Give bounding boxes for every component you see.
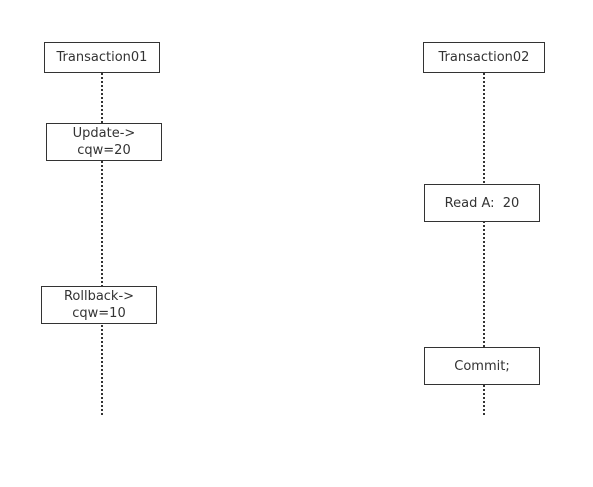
event-update: Update-> cqw=20 <box>46 123 162 161</box>
lifeline-header-transaction02: Transaction02 <box>423 42 545 73</box>
event-label: Commit; <box>454 358 510 374</box>
event-label: Rollback-> cqw=10 <box>63 289 135 321</box>
lifeline-header-label: Transaction01 <box>56 50 148 65</box>
event-label: Update-> cqw=20 <box>72 126 136 158</box>
lifeline-transaction01 <box>101 73 103 415</box>
lifeline-transaction02 <box>483 73 485 415</box>
lifeline-header-label: Transaction02 <box>438 50 530 65</box>
event-rollback: Rollback-> cqw=10 <box>41 286 157 324</box>
event-label: Read A: 20 <box>444 195 520 211</box>
event-commit: Commit; <box>424 347 540 385</box>
event-read: Read A: 20 <box>424 184 540 222</box>
lifeline-header-transaction01: Transaction01 <box>44 42 160 73</box>
